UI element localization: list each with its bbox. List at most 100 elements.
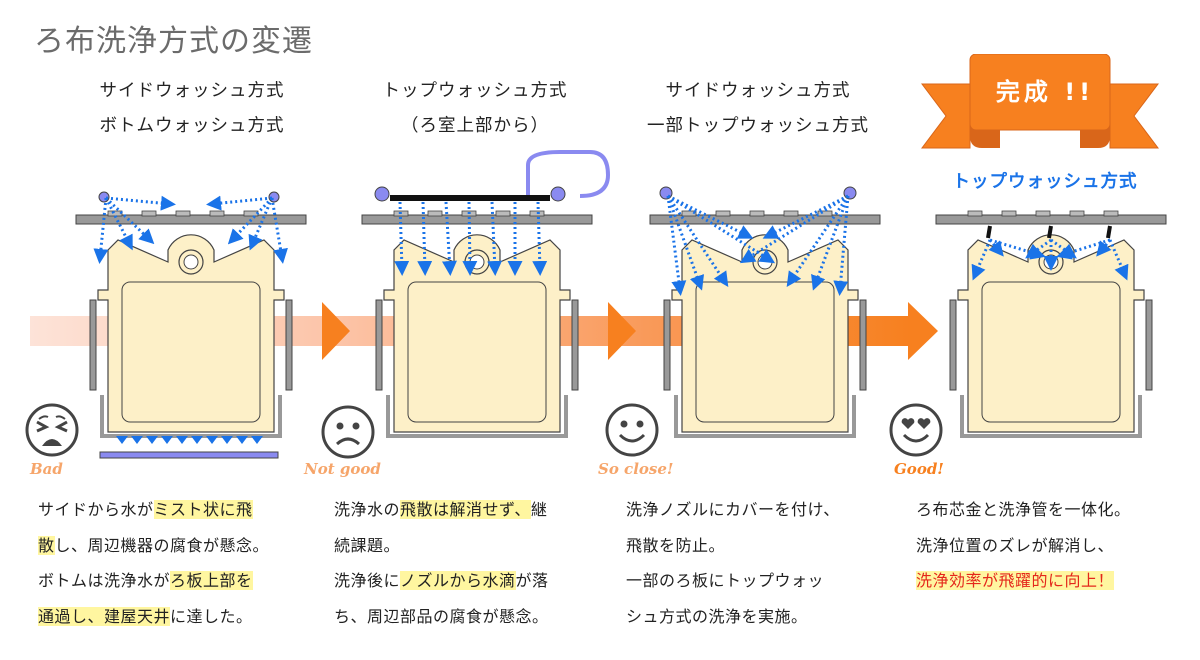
stage-3-heading-line: サイドウォッシュ方式: [665, 81, 851, 101]
rail-nozzle: [715, 210, 731, 217]
highlighted-text: 洗浄効率が飛躍的に向上！: [916, 571, 1115, 590]
side-rod: [89, 299, 97, 391]
stage-2-heading-line: トップウォッシュ方式: [382, 81, 568, 101]
filter-cloth-area: [695, 281, 835, 423]
spray-path: [833, 195, 850, 296]
frowning-face-icon: [321, 405, 375, 459]
spray-path: [487, 201, 503, 276]
description-text: 洗浄水の: [334, 500, 401, 519]
side-rod: [949, 299, 957, 391]
side-rod: [1145, 299, 1153, 391]
spray-path: [989, 238, 1046, 260]
spray-path: [270, 197, 288, 264]
stage-4-heading: トップウォッシュ方式: [952, 172, 1138, 192]
description-text: し、周辺機器の腐食が懸念。: [54, 535, 270, 555]
rail-nozzle: [243, 210, 259, 217]
side-nozzle: [843, 186, 857, 200]
stage-1-heading: サイドウォッシュ方式 ボトムウォッシュ方式: [62, 74, 322, 144]
spray-path: [666, 195, 687, 296]
bottom-tray: [960, 395, 1142, 438]
mood-label-good: Good!: [894, 460, 944, 478]
bottom-spray: [221, 436, 233, 444]
spray-path: [441, 201, 457, 276]
highlighted-text: 飛散は解消せず、: [400, 500, 531, 519]
plate-hole: [469, 254, 485, 270]
description-line: シュ方式の洗浄を実施。: [626, 599, 840, 635]
bottom-spray: [161, 436, 173, 444]
highlighted-text: 散: [38, 535, 55, 555]
filter-press-stage-2: [361, 150, 611, 438]
rail-nozzle: [175, 210, 191, 217]
spray-path: [786, 195, 850, 287]
plate-hole: [183, 254, 199, 270]
spray-path: [666, 195, 729, 288]
rail-nozzle: [1035, 210, 1051, 217]
stage-1-description: サイドから水がミスト状に飛散し、周辺機器の腐食が懸念。ボトムは洗浄水がろ板上部を…: [38, 492, 269, 634]
bottom-spray: [206, 436, 218, 444]
completion-badge-text: 完成 !!: [995, 78, 1095, 106]
top-rail: [75, 214, 307, 225]
stage-1-heading-line: ボトムウォッシュ方式: [99, 116, 285, 136]
description-text: ろ布芯金と洗浄管を一体化。: [916, 500, 1131, 519]
spray-path: [394, 201, 410, 276]
description-line: 洗浄水の飛散は解消せず、継: [334, 492, 549, 528]
filter-cloth-area: [981, 281, 1121, 423]
description-text: サイドから水が: [38, 500, 154, 519]
integrated-nozzle: [1047, 225, 1053, 239]
rail-nozzle: [427, 210, 443, 217]
spray-path: [462, 201, 478, 276]
description-line: 通過し、建屋天井に達した。: [38, 599, 269, 635]
spray-path: [105, 195, 176, 211]
description-text: ボトムは洗浄水が: [38, 571, 171, 590]
highlighted-text: ろ板上部を: [170, 571, 253, 590]
flow-arrow-3: [908, 302, 938, 360]
bottom-spray: [251, 436, 263, 444]
description-line: ろ布芯金と洗浄管を一体化。: [916, 492, 1131, 528]
bottom-spray: [176, 436, 188, 444]
stage-3-heading-line: 一部トップウォッシュ方式: [647, 116, 869, 136]
highlighted-text: ノズルから水滴: [400, 571, 516, 590]
filter-cloth-area: [121, 281, 261, 423]
smiling-face-icon: [605, 403, 659, 457]
description-text: ち、周辺部品の腐食が懸念。: [334, 606, 549, 626]
page-title: ろ布洗浄方式の変遷: [34, 24, 313, 59]
side-rod: [375, 299, 383, 391]
rail-nozzle: [495, 210, 511, 217]
spray-path: [666, 195, 705, 291]
description-text: 飛散を防止。: [626, 535, 726, 555]
rail-nozzle: [1103, 210, 1119, 217]
hose: [526, 150, 611, 198]
spray-path: [104, 197, 133, 251]
description-line: 洗浄効率が飛躍的に向上！: [916, 563, 1131, 599]
side-rod: [285, 299, 293, 391]
rail-nozzle: [1001, 210, 1017, 217]
rail-nozzle: [681, 210, 697, 217]
rail-nozzle: [817, 210, 833, 217]
heart-eyes-face-icon: [889, 403, 943, 457]
description-text: が落: [515, 571, 549, 590]
plate-hole: [757, 254, 773, 270]
stage-1-heading-line: サイドウォッシュ方式: [99, 81, 285, 101]
bottom-spray: [191, 436, 203, 444]
stage-2-heading: トップウォッシュ方式 （ろ室上部から）: [345, 74, 605, 144]
side-rod: [663, 299, 671, 391]
integrated-nozzle: [1106, 225, 1112, 239]
bottom-tray: [386, 395, 568, 438]
rail-nozzle: [107, 210, 123, 217]
description-line: 洗浄位置のズレが解消し、: [916, 528, 1131, 564]
integrated-nozzle: [986, 225, 992, 239]
rail-nozzle: [967, 210, 983, 217]
description-line: 飛散を防止。: [626, 528, 840, 564]
spray-path: [93, 197, 109, 264]
spray-path: [811, 195, 850, 291]
stage-2-description: 洗浄水の飛散は解消せず、継続課題。洗浄後にノズルから水滴が落ち、周辺部品の腐食が…: [334, 492, 549, 634]
spray-path: [532, 201, 548, 276]
stage-4-description: ろ布芯金と洗浄管を一体化。洗浄位置のズレが解消し、洗浄効率が飛躍的に向上！: [916, 492, 1131, 599]
highlighted-text: ミスト状に飛: [153, 500, 253, 519]
bottom-tray: [674, 395, 856, 438]
description-text: に達した。: [170, 606, 253, 626]
flow-arrow-2: [608, 302, 636, 360]
description-line: 続課題。: [334, 528, 549, 564]
rail-nozzle: [141, 210, 157, 217]
spray-path: [206, 195, 273, 211]
